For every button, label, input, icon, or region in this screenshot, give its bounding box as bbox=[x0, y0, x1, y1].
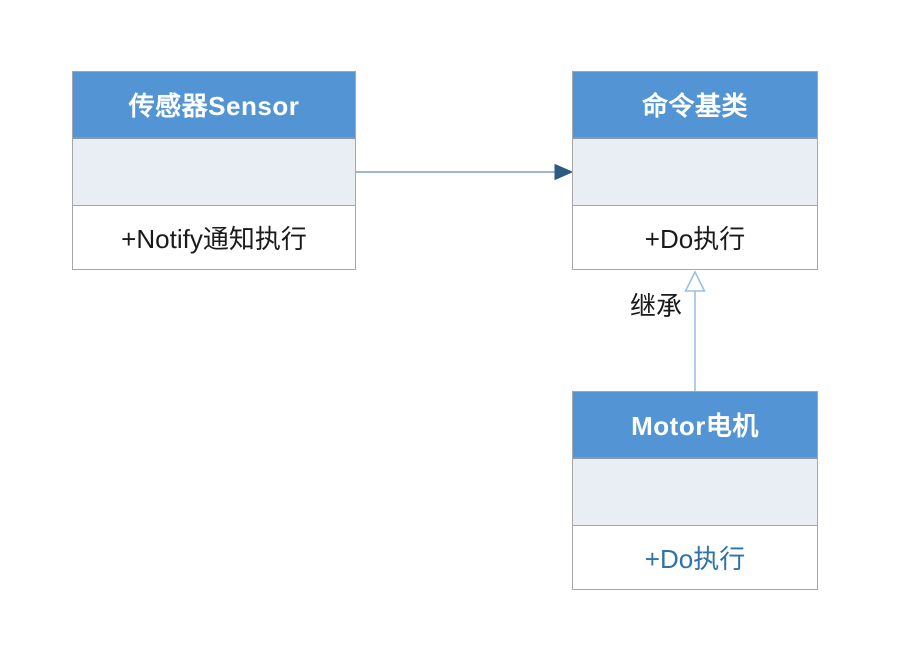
class-box-command[interactable]: 命令基类 +Do执行 bbox=[572, 71, 818, 270]
class-attributes-sensor bbox=[73, 139, 355, 206]
association-arrowhead-icon bbox=[554, 163, 574, 181]
class-title-motor: Motor电机 bbox=[573, 392, 817, 459]
class-title-sensor: 传感器Sensor bbox=[73, 72, 355, 139]
class-method-motor: +Do执行 bbox=[573, 526, 817, 589]
class-box-motor[interactable]: Motor电机 +Do执行 bbox=[572, 391, 818, 590]
class-method-command: +Do执行 bbox=[573, 206, 817, 269]
inheritance-label: 继承 bbox=[630, 291, 683, 321]
class-box-sensor[interactable]: 传感器Sensor +Notify通知执行 bbox=[72, 71, 356, 270]
class-method-sensor: +Notify通知执行 bbox=[73, 206, 355, 269]
class-attributes-command bbox=[573, 139, 817, 206]
inheritance-triangle-icon bbox=[684, 270, 706, 292]
class-title-command: 命令基类 bbox=[573, 72, 817, 139]
class-attributes-motor bbox=[573, 459, 817, 526]
